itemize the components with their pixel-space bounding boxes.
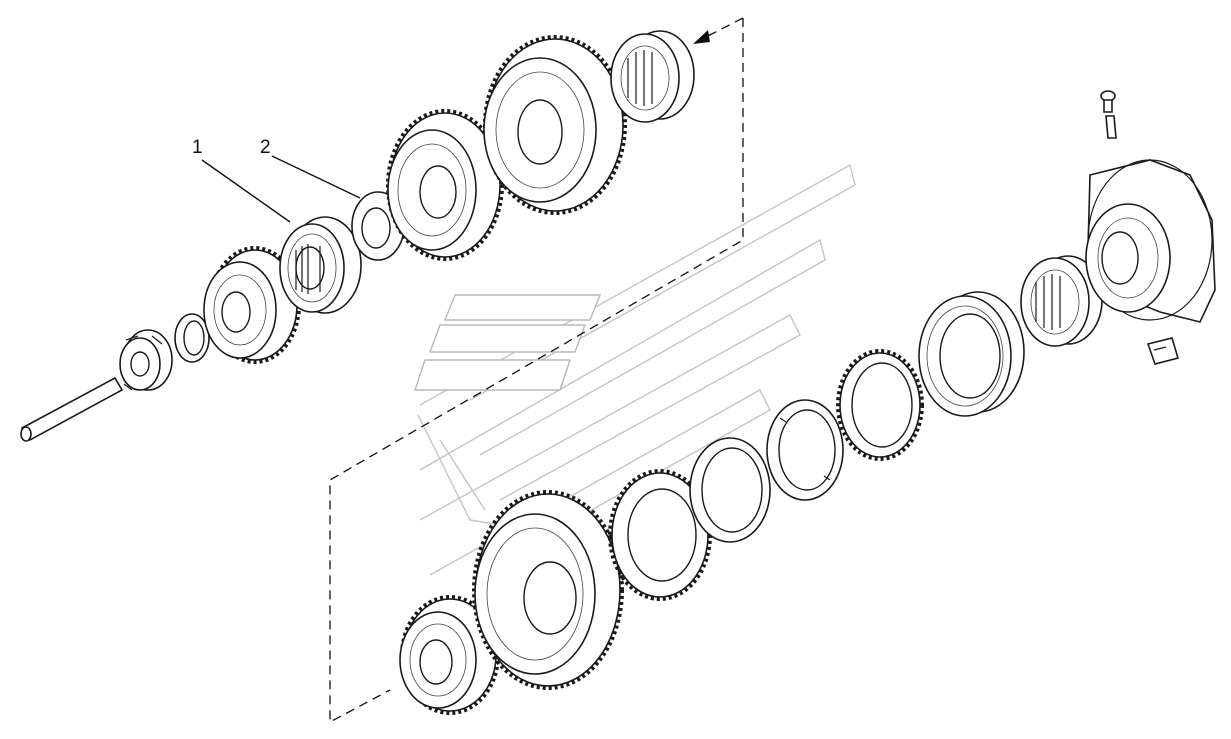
arrow-head	[693, 30, 710, 44]
callout-1-leader	[201, 159, 291, 223]
medium-gear-upper	[386, 109, 504, 261]
watermark-logo	[414, 163, 856, 631]
synchro-ring-1	[608, 469, 712, 601]
splined-hub-upper	[610, 30, 695, 123]
callouts: 1 2	[192, 137, 361, 223]
friction-ring-3	[766, 399, 844, 501]
thrust-washer-small	[174, 313, 210, 363]
assembly-guide-lines	[329, 17, 744, 724]
dashed-guide-arrow-leg	[699, 17, 744, 41]
friction-ring-2	[689, 437, 771, 543]
synchro-ring-4	[836, 349, 924, 461]
large-gear-bottom	[472, 490, 624, 690]
callout-1-label: 1	[192, 137, 203, 158]
sliding-sleeve	[918, 291, 1025, 417]
large-gear-upper	[483, 35, 627, 215]
bearing-callout-1	[279, 216, 362, 314]
callout-2-label: 2	[260, 137, 271, 158]
dashed-guide-upper	[329, 18, 744, 724]
screw	[1100, 90, 1117, 139]
shaft-pin	[20, 376, 124, 442]
small-gear-left	[203, 246, 301, 364]
castle-nut	[119, 329, 173, 391]
small-block	[1146, 337, 1180, 365]
callout-2-leader	[271, 155, 361, 199]
gear-housing	[1085, 159, 1216, 323]
synchro-hub	[1020, 255, 1103, 347]
